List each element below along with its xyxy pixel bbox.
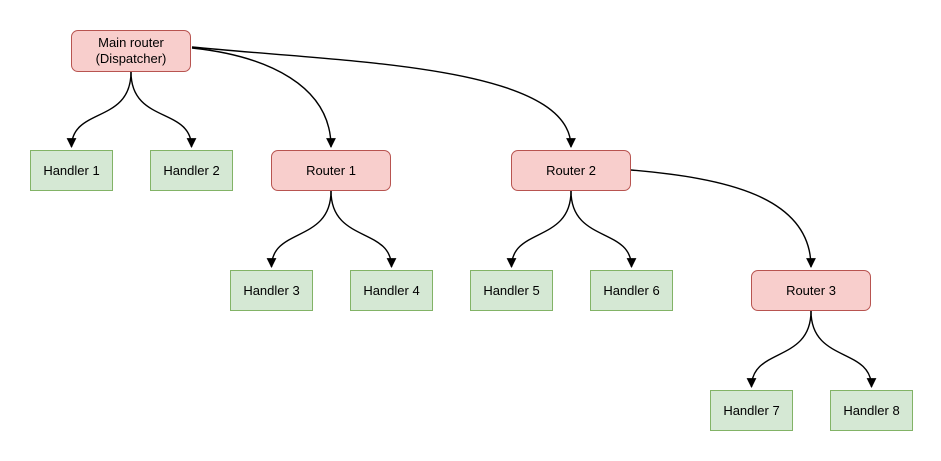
node-handler-2: Handler 2 [150,150,233,191]
node-handler-7: Handler 7 [710,390,793,431]
node-router-3: Router 3 [751,270,871,311]
node-label: Router 2 [546,162,596,178]
node-handler-1: Handler 1 [30,150,113,191]
node-label: Handler 4 [363,282,420,298]
edge-router-3-to-handler-8 [810,310,877,388]
node-label: Handler 8 [843,402,900,418]
node-handler-6: Handler 6 [590,270,673,311]
node-handler-3: Handler 3 [230,270,313,311]
node-handler-8: Handler 8 [830,390,913,431]
edge-router-2-to-handler-5 [506,190,572,268]
node-router-1: Router 1 [271,150,391,191]
edge-router-2-to-router-3 [630,169,816,268]
edge-main-router-to-router-1 [191,47,336,148]
edge-main-router-to-handler-1 [66,71,132,148]
node-label: Router 1 [306,162,356,178]
node-label: Handler 6 [603,282,660,298]
node-router-2: Router 2 [511,150,631,191]
node-handler-4: Handler 4 [350,270,433,311]
node-label: (Dispatcher) [95,51,167,66]
node-label: Handler 7 [723,402,780,418]
node-main-router: Main router (Dispatcher) [71,30,191,72]
node-label: Handler 3 [243,282,300,298]
node-label: Router 3 [786,282,836,298]
node-label: Handler 1 [43,162,100,178]
edge-main-router-to-handler-2 [130,71,197,148]
edge-router-3-to-handler-7 [746,310,812,388]
node-handler-5: Handler 5 [470,270,553,311]
edge-main-router-to-router-2 [191,46,576,148]
edge-router-1-to-handler-3 [266,190,332,268]
node-label: Main router [98,35,164,50]
node-label: Handler 5 [483,282,540,298]
edge-router-2-to-handler-6 [570,190,637,268]
edge-router-1-to-handler-4 [330,190,397,268]
node-label: Handler 2 [163,162,220,178]
